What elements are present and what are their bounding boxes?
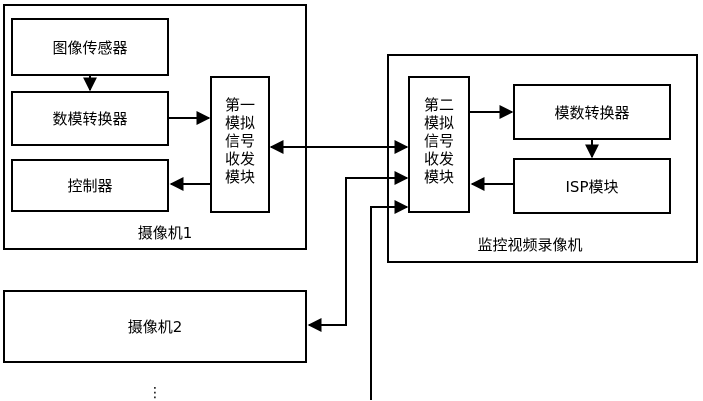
nvr-title: 监控视频录像机 bbox=[477, 235, 583, 254]
arrow-camera2-rx-link bbox=[307, 171, 409, 332]
controller-block bbox=[11, 159, 169, 212]
second-transceiver-label: 第二 模拟 信号 收发 模块 bbox=[423, 96, 455, 186]
camera1-title: 摄像机1 bbox=[137, 223, 193, 242]
camera2-label: 摄像机2 bbox=[127, 318, 183, 336]
isp-label: ISP模块 bbox=[565, 177, 619, 196]
adc-label: 模数转换器 bbox=[554, 103, 630, 122]
dac-label: 数模转换器 bbox=[52, 110, 128, 128]
dac-block bbox=[11, 91, 169, 146]
adc-block bbox=[513, 84, 671, 140]
image-sensor-label: 图像传感器 bbox=[52, 38, 128, 57]
camera2-block bbox=[3, 290, 307, 363]
isp-block bbox=[513, 158, 671, 214]
first-transceiver-label: 第一 模拟 信号 收发 模块 bbox=[224, 96, 256, 186]
image-sensor-block bbox=[11, 18, 169, 76]
first-transceiver-block bbox=[210, 76, 270, 213]
arrow-extra-camera-to-rx bbox=[370, 200, 409, 400]
controller-label: 控制器 bbox=[67, 177, 113, 195]
more-cameras-indicator: ⋮ bbox=[148, 385, 162, 401]
second-transceiver-block bbox=[408, 76, 470, 213]
